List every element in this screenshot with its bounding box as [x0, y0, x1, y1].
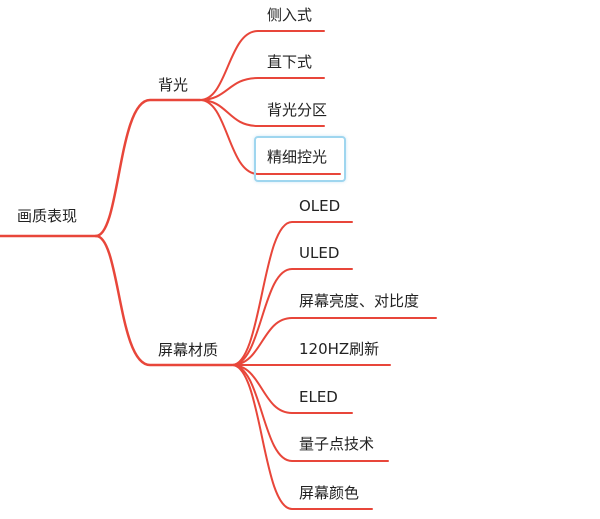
leaf-node-uled[interactable]: ULED [299, 244, 340, 262]
leaf-node-local-dimming[interactable]: 背光分区 [267, 101, 328, 119]
edge-material-brightness-contrast [231, 317, 437, 366]
edge-backlight-edge-lit [199, 30, 325, 101]
root-node[interactable]: 画质表现 [17, 207, 78, 225]
leaf-node-brightness-contrast[interactable]: 屏幕亮度、对比度 [299, 292, 420, 310]
edge-backlight-local-dimming [199, 99, 325, 127]
branch-node-backlight[interactable]: 背光 [158, 76, 189, 94]
edge-root-backlight [94, 98, 202, 238]
leaf-node-oled[interactable]: OLED [299, 197, 341, 215]
mindmap-edges [0, 30, 437, 510]
leaf-node-direct-lit[interactable]: 直下式 [267, 53, 313, 71]
edge-root-screen-material [94, 234, 234, 367]
leaf-node-screen-color[interactable]: 屏幕颜色 [299, 484, 360, 502]
edge-material-uled [231, 268, 353, 366]
selection-highlight [254, 136, 346, 182]
leaf-node-120hz-refresh[interactable]: 120HZ刷新 [299, 340, 380, 358]
edge-material-screen-color [231, 364, 373, 510]
edge-material-quantum-dot [231, 364, 389, 462]
leaf-node-fine-light-control[interactable]: 精细控光 [267, 148, 328, 166]
leaf-node-eled[interactable]: ELED [299, 388, 338, 406]
leaf-node-quantum-dot[interactable]: 量子点技术 [299, 435, 375, 453]
edge-material-oled [231, 221, 353, 366]
edge-backlight-direct-lit [199, 77, 325, 101]
branch-node-screen-material[interactable]: 屏幕材质 [158, 341, 219, 359]
leaf-node-edge-lit[interactable]: 侧入式 [267, 6, 313, 24]
edge-material-eled [231, 364, 353, 414]
